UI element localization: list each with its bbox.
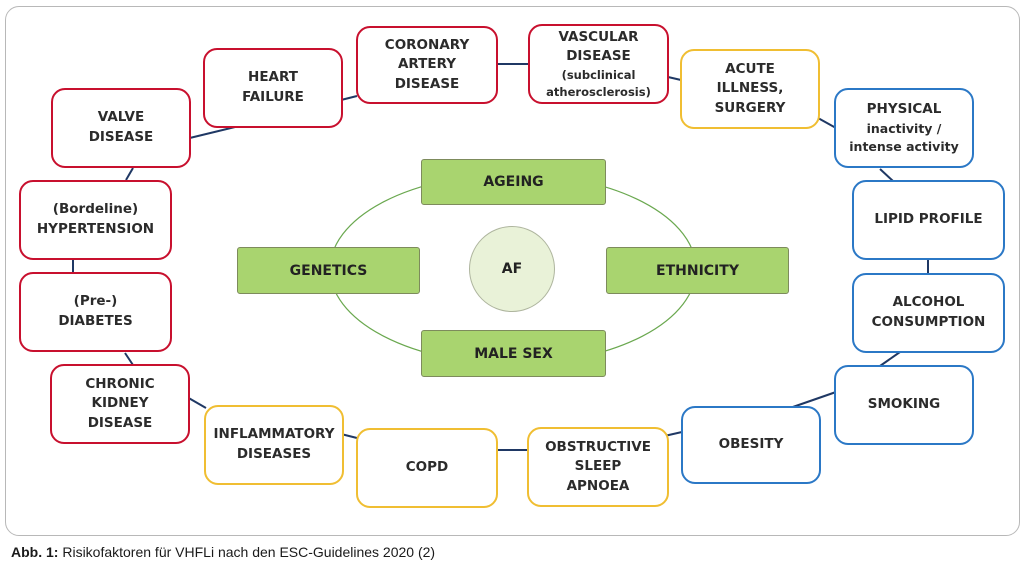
risk-label-line: HEART — [248, 69, 298, 86]
caption-text: Risikofaktoren für VHFLi nach den ESC-Gu… — [58, 544, 436, 560]
caption-prefix: Abb. 1: — [11, 544, 59, 560]
risk-label-line: DIABETES — [58, 313, 133, 329]
risk-box-vascular-disease: VASCULAR DISEASE (subclinical atheroscleros… — [528, 24, 669, 104]
factor-box-ethnicity: ETHNICITY — [606, 247, 789, 294]
risk-box-obesity: OBESITY — [681, 406, 821, 484]
risk-label-line: CONSUMPTION — [871, 314, 986, 330]
connector-heart-failure-coronary — [340, 95, 358, 101]
connector-physical-lipid — [879, 168, 894, 182]
risk-sublabel-line: atherosclerosis) — [546, 84, 651, 99]
risk-label-line: INFLAMMATORY — [213, 426, 335, 443]
figure-caption: Abb. 1: Risikofaktoren für VHFLi nach de… — [11, 544, 435, 560]
risk-box-obstructive-sleep-apnoea: OBSTRUCTIVE SLEEP APNOEA — [527, 427, 669, 507]
risk-label-line: ACUTE — [725, 60, 775, 77]
risk-box-acute-illness-surgery: ACUTE ILLNESS, SURGERY — [680, 49, 820, 129]
risk-box-hypertension: (Bordeline) HYPERTENSION — [19, 180, 172, 260]
risk-label-line: FAILURE — [242, 89, 304, 105]
risk-box-chronic-kidney-disease: CHRONIC KIDNEY DISEASE — [50, 364, 190, 444]
af-center-circle: AF — [469, 226, 555, 312]
risk-label-line: OBSTRUCTIVE — [545, 438, 651, 455]
risk-label-line: DISEASE — [566, 48, 631, 65]
figure-frame — [5, 6, 1020, 536]
risk-label-line: CORONARY — [384, 36, 470, 53]
risk-label-line: SMOKING — [867, 396, 941, 413]
risk-box-physical-activity: PHYSICAL inactivity / intense activity — [834, 88, 974, 168]
connector-ckd-diabetes — [124, 352, 134, 366]
risk-box-lipid-profile: LIPID PROFILE — [852, 180, 1005, 260]
risk-box-diabetes: (Pre-) DIABETES — [19, 272, 172, 352]
risk-label-line: HYPERTENSION — [36, 221, 155, 237]
risk-label-line: CHRONIC — [85, 375, 155, 392]
risk-box-coronary-artery-disease: CORONARY ARTERY DISEASE — [356, 26, 498, 104]
factor-box-ageing: AGEING — [421, 159, 606, 205]
risk-label-line: VALVE — [97, 109, 145, 126]
risk-box-alcohol-consumption: ALCOHOL CONSUMPTION — [852, 273, 1005, 353]
risk-label-line: APNOEA — [566, 477, 630, 494]
risk-label-line: ILLNESS, — [716, 80, 784, 97]
risk-label-line: ALCOHOL — [892, 294, 965, 311]
risk-label-line: KIDNEY — [91, 395, 149, 412]
risk-label-line: SURGERY — [714, 99, 786, 116]
risk-label-line: DISEASES — [236, 446, 312, 462]
risk-box-heart-failure: HEART FAILURE — [203, 48, 343, 128]
risk-label-line: COPD — [405, 459, 449, 476]
risk-label-line: DISEASE — [394, 75, 460, 92]
risk-label-line: LIPID PROFILE — [874, 211, 983, 228]
risk-box-valve-disease: VALVE DISEASE — [51, 88, 191, 168]
risk-sublabel-line: intense activity — [849, 138, 959, 154]
connector-hypertension-valve — [125, 167, 134, 181]
factor-box-male-sex: MALE SEX — [421, 330, 606, 377]
risk-label-line: ARTERY — [397, 56, 457, 73]
risk-label-line: (Pre-) — [73, 293, 118, 310]
risk-box-smoking: SMOKING — [834, 365, 974, 445]
connector-alcohol-smoking — [879, 351, 901, 367]
risk-sublabel-line: (subclinical — [561, 67, 636, 82]
connector-vascular-acute — [667, 76, 682, 81]
risk-label-line: (Bordeline) — [52, 201, 139, 218]
risk-label-line: DISEASE — [87, 414, 153, 431]
risk-label-line: PHYSICAL — [866, 101, 942, 118]
risk-label-line: DISEASE — [88, 129, 154, 145]
risk-sublabel-line: inactivity / — [866, 120, 942, 136]
connector-acute-physical — [817, 117, 837, 129]
risk-label-line: VASCULAR — [558, 28, 639, 45]
connector-smoking-obesity — [789, 391, 837, 409]
factor-box-genetics: GENETICS — [237, 247, 420, 294]
risk-box-inflammatory-diseases: INFLAMMATORY DISEASES — [204, 405, 344, 485]
risk-label-line: SLEEP — [574, 458, 622, 475]
risk-box-copd: COPD — [356, 428, 498, 508]
risk-label-line: OBESITY — [718, 436, 784, 453]
